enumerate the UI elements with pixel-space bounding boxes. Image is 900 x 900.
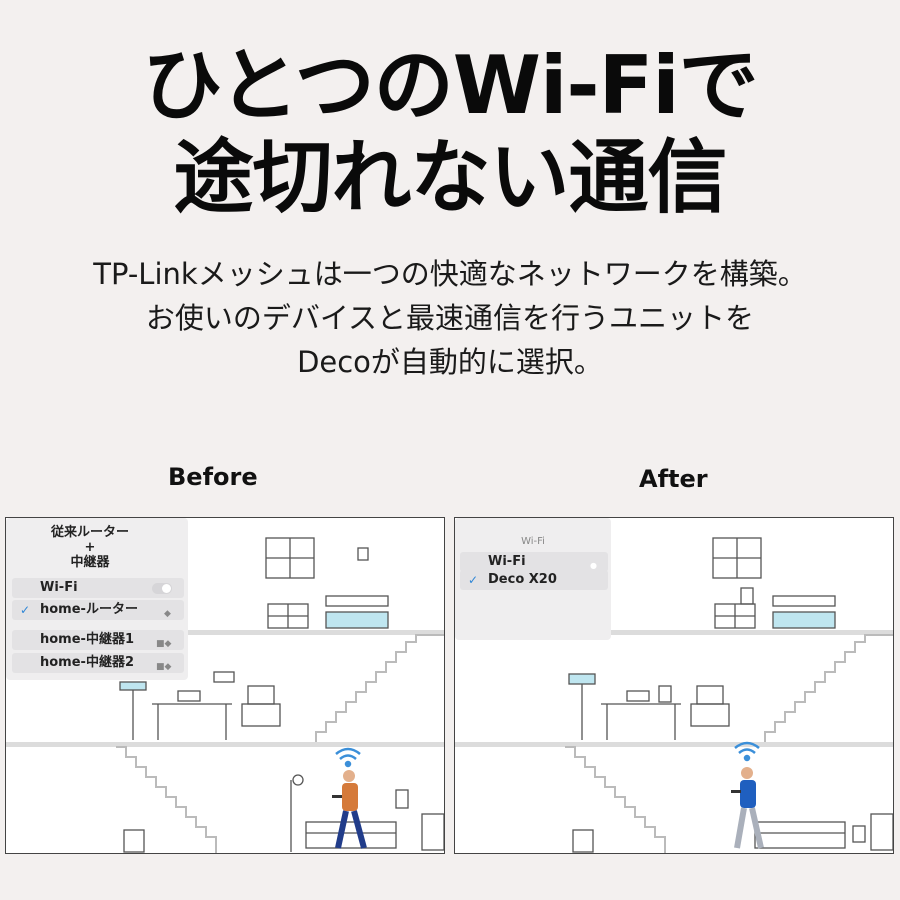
network-item-selected[interactable]: ✓ home-ルーター ◆ bbox=[12, 600, 184, 620]
house-illustration-after bbox=[455, 537, 893, 853]
headline-line-2: 途切れない通信 bbox=[173, 131, 728, 224]
house-illustration-before bbox=[6, 537, 444, 853]
wifi-menu-before: 従来ルーター + 中継器 Wi-Fi ✓ home-ルーター ◆ home-中継… bbox=[6, 518, 188, 680]
wifi-signal-icon bbox=[335, 747, 361, 768]
wifi-label: Wi-Fi bbox=[40, 580, 78, 595]
menu-header-line-1: 従来ルーター bbox=[50, 525, 129, 540]
network-item[interactable]: home-中継器2 ■◆ bbox=[12, 653, 184, 673]
check-icon: ✓ bbox=[468, 573, 479, 587]
menu-header-line-2: 中継器 bbox=[70, 555, 110, 570]
before-illustration: 従来ルーター + 中継器 Wi-Fi ✓ home-ルーター ◆ home-中継… bbox=[5, 517, 445, 854]
person-figure bbox=[731, 767, 764, 849]
wifi-toggle-switch[interactable] bbox=[152, 583, 172, 594]
wifi-strength-icon: ◆ bbox=[164, 609, 171, 619]
after-caption: After bbox=[639, 465, 708, 493]
lock-icon: ■◆ bbox=[156, 662, 172, 672]
network-name: home-ルーター bbox=[40, 602, 138, 617]
wifi-toggle-row[interactable]: Wi-Fi ● bbox=[460, 552, 608, 572]
after-illustration: Wi-Fi Wi-Fi ● ✓ Deco X20 bbox=[454, 517, 894, 854]
wifi-label: Wi-Fi bbox=[488, 554, 526, 569]
network-item[interactable]: home-中継器1 ■◆ bbox=[12, 630, 184, 650]
headline-line-1: ひとつのWi-Fiで bbox=[142, 39, 758, 132]
lock-icon: ■◆ bbox=[156, 639, 172, 649]
before-caption: Before bbox=[168, 463, 258, 491]
wifi-toggle-row[interactable]: Wi-Fi bbox=[12, 578, 184, 598]
toggle-knob-icon[interactable]: ● bbox=[590, 561, 597, 570]
wifi-menu-after: Wi-Fi Wi-Fi ● ✓ Deco X20 bbox=[455, 518, 611, 640]
wifi-signal-icon bbox=[734, 741, 760, 762]
menu-header-plus: + bbox=[84, 540, 96, 555]
subtitle-line-2: お使いのデバイスと最速通信を行うユニットを bbox=[145, 301, 755, 335]
network-name: Deco X20 bbox=[488, 572, 557, 587]
network-name: home-中継器1 bbox=[40, 632, 134, 647]
subtitle-line-3: Decoが自動的に選択。 bbox=[297, 345, 603, 379]
check-icon: ✓ bbox=[20, 603, 31, 617]
network-name: home-中継器2 bbox=[40, 655, 134, 670]
network-item-selected[interactable]: ✓ Deco X20 bbox=[460, 570, 608, 590]
person-figure bbox=[332, 770, 367, 849]
subtitle-line-1: TP-Linkメッシュは一つの快適なネットワークを構築。 bbox=[93, 257, 807, 291]
menu-header: Wi-Fi bbox=[521, 536, 545, 547]
